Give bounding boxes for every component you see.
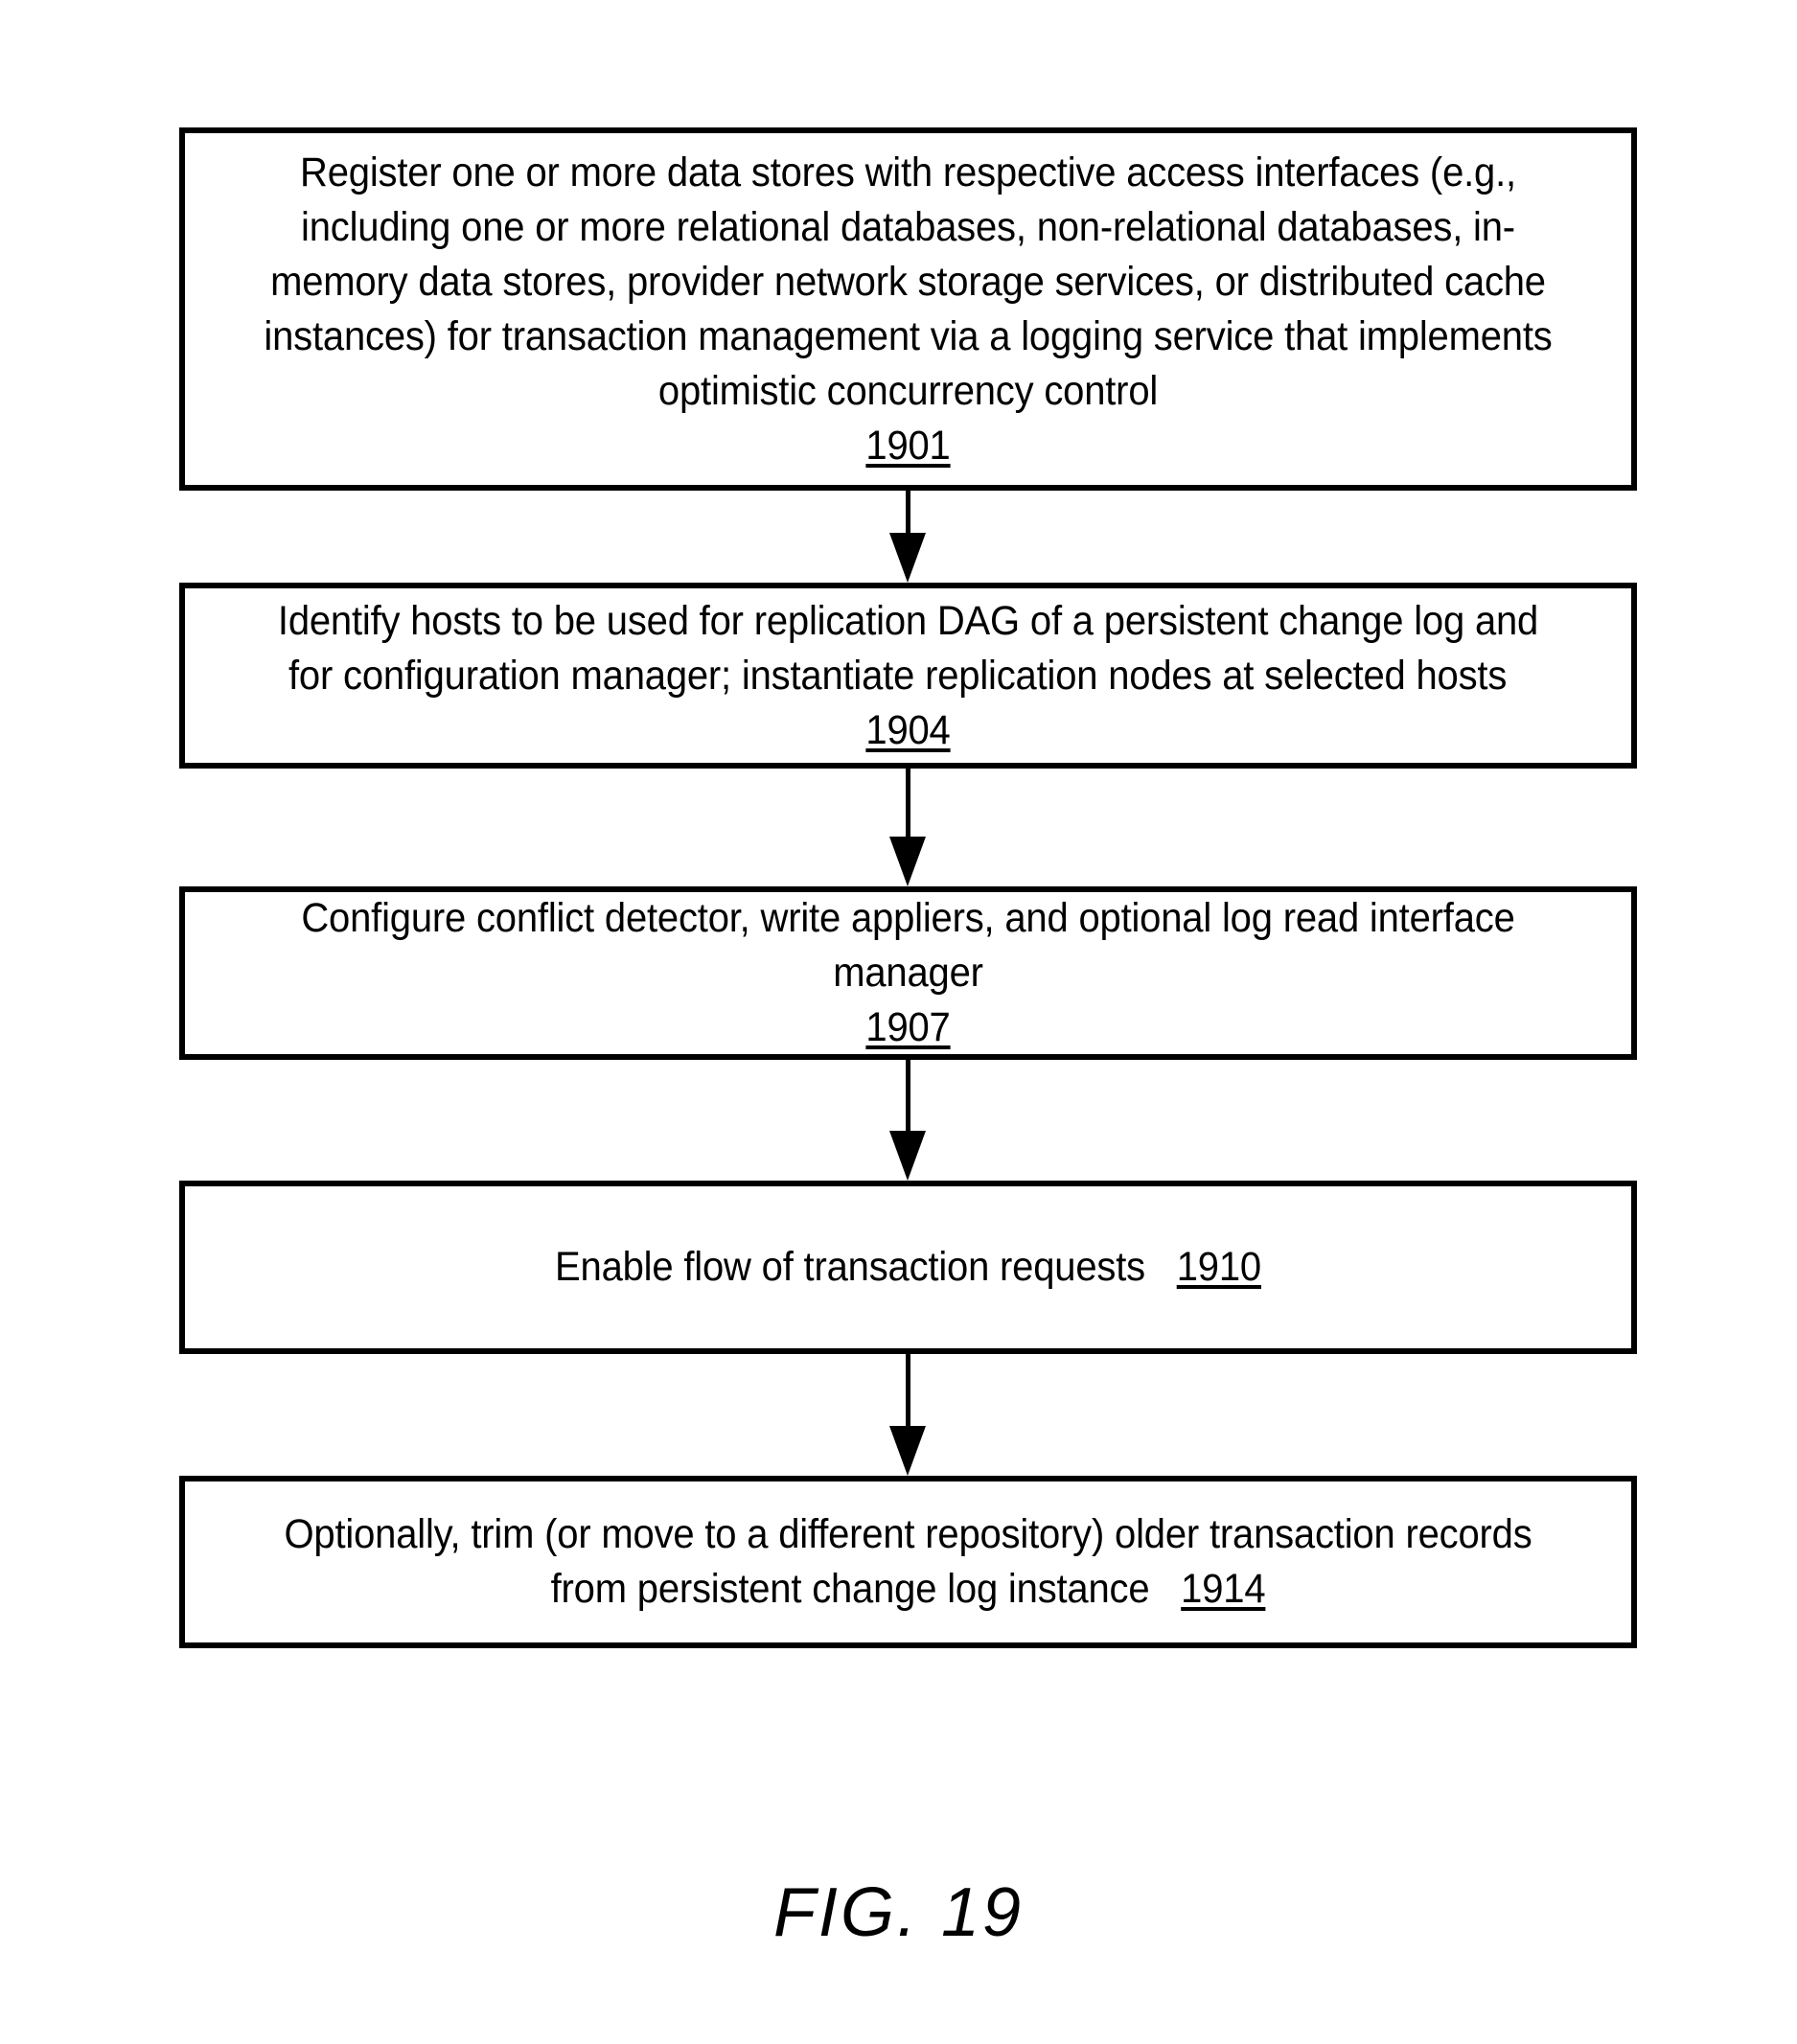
- flow-step-1901-text: Register one or more data stores with re…: [236, 146, 1580, 473]
- flow-step-1914: Optionally, trim (or move to a different…: [179, 1476, 1637, 1648]
- flow-step-1914-body: Optionally, trim (or move to a different…: [284, 1511, 1532, 1612]
- flow-step-1907: Configure conflict detector, write appli…: [179, 886, 1637, 1060]
- flow-step-1907-text: Configure conflict detector, write appli…: [236, 891, 1580, 1055]
- flow-step-1914-ref: 1914: [1181, 1566, 1266, 1612]
- flow-step-1914-text: Optionally, trim (or move to a different…: [236, 1507, 1580, 1617]
- flow-step-1904-body: Identify hosts to be used for replicatio…: [277, 597, 1539, 699]
- connector-shaft: [906, 1060, 910, 1135]
- flow-step-1910-body: Enable flow of transaction requests: [555, 1244, 1145, 1290]
- connector-1901-to-1904: [889, 491, 926, 583]
- connector-1907-to-1910: [889, 1060, 926, 1181]
- figure-caption: FIG. 19: [772, 1874, 1025, 1951]
- arrowhead-down-icon: [889, 533, 926, 583]
- connector-shaft: [906, 1354, 910, 1430]
- connector-1904-to-1907: [889, 769, 926, 886]
- flow-step-1901-ref: 1901: [865, 422, 951, 469]
- arrowhead-down-icon: [889, 837, 926, 886]
- connector-shaft: [906, 769, 910, 840]
- flow-step-1910: Enable flow of transaction requests 1910: [179, 1181, 1637, 1354]
- flow-step-1907-ref: 1907: [865, 1004, 951, 1050]
- flow-step-1910-text: Enable flow of transaction requests 1910: [236, 1240, 1580, 1295]
- flow-step-1901-body: Register one or more data stores with re…: [264, 149, 1553, 414]
- flow-step-1904: Identify hosts to be used for replicatio…: [179, 583, 1637, 769]
- arrowhead-down-icon: [889, 1426, 926, 1476]
- flow-step-1904-ref: 1904: [865, 706, 951, 753]
- arrowhead-down-icon: [889, 1131, 926, 1181]
- connector-shaft: [906, 491, 910, 537]
- flow-step-1904-text: Identify hosts to be used for replicatio…: [236, 594, 1580, 758]
- flow-step-1907-body: Configure conflict detector, write appli…: [301, 895, 1515, 996]
- connector-1910-to-1914: [889, 1354, 926, 1476]
- flow-step-1910-ref: 1910: [1176, 1244, 1261, 1290]
- flow-step-1901: Register one or more data stores with re…: [179, 127, 1637, 491]
